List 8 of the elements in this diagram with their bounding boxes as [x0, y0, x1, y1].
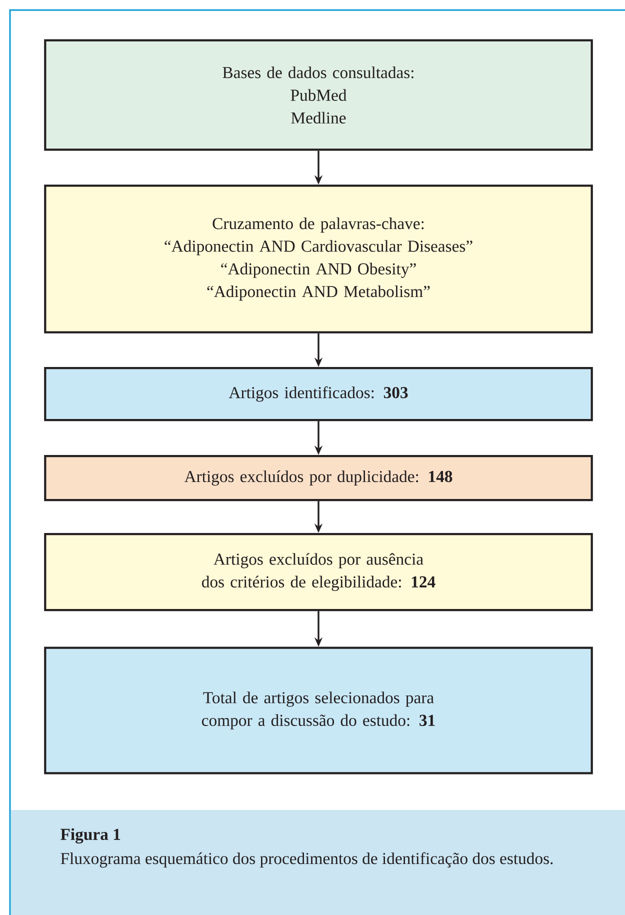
figure-title: Figura 1	[60, 828, 120, 844]
process-box: Cruzamento de palavras-chave: “Adiponectin AND Cardiovascular Diseases” “Adiponectin AND Obesity” “Adiponectin AND Metabolism”	[44, 184, 593, 334]
process-box: Total de artigos selecionados para compor a discussão do estudo: 31	[44, 646, 593, 774]
process-box: Bases de dados consultadas: PubMed Medline	[44, 39, 593, 151]
process-box: Artigos excluídos por ausência dos critérios de elegibilidade: 124	[44, 532, 593, 612]
caption: Fluxograma esquemático dos procedimentos de identificação dos estudos.	[60, 852, 553, 868]
process-box: Artigos identificados: 303	[44, 366, 593, 422]
process-box: Artigos excluídos por duplicidade: 148	[44, 454, 593, 502]
